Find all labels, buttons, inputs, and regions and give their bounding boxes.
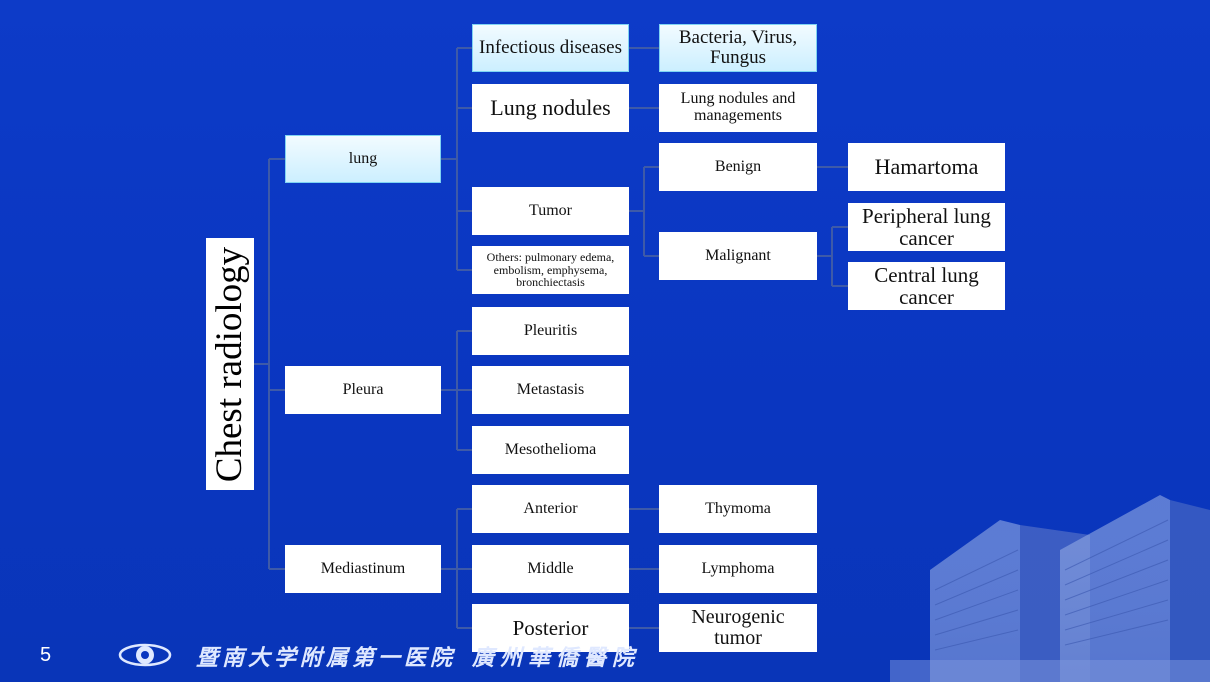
- node-pleuritis: Pleuritis: [472, 307, 629, 355]
- node-metastasis: Metastasis: [472, 366, 629, 414]
- node-lung: lung: [285, 135, 441, 183]
- node-benign: Benign: [659, 143, 817, 191]
- root-node: Chest radiology: [206, 238, 254, 490]
- root-label: Chest radiology: [209, 246, 251, 482]
- node-bacteria-virus-fungus: Bacteria, Virus, Fungus: [659, 24, 817, 72]
- node-pleura: Pleura: [285, 366, 441, 414]
- node-anterior: Anterior: [472, 485, 629, 533]
- node-peripheral-lung-cancer: Peripheral lung cancer: [848, 203, 1005, 251]
- node-central-lung-cancer: Central lung cancer: [848, 262, 1005, 310]
- node-lung-nodules: Lung nodules: [472, 84, 629, 132]
- node-nodules-managements: Lung nodules and managements: [659, 84, 817, 132]
- node-middle: Middle: [472, 545, 629, 593]
- page-number: 5: [40, 644, 52, 666]
- node-hamartoma: Hamartoma: [848, 143, 1005, 191]
- university-logo-icon: [118, 643, 172, 667]
- node-lymphoma: Lymphoma: [659, 545, 817, 593]
- node-tumor: Tumor: [472, 187, 629, 235]
- hospital-alt-name-text: 廣州華僑醫院: [472, 645, 641, 671]
- node-thymoma: Thymoma: [659, 485, 817, 533]
- node-mesothelioma: Mesothelioma: [472, 426, 629, 474]
- node-malignant: Malignant: [659, 232, 817, 280]
- node-posterior: Posterior: [472, 604, 629, 652]
- node-neurogenic-tumor: Neurogenic tumor: [659, 604, 817, 652]
- node-mediastinum: Mediastinum: [285, 545, 441, 593]
- node-others: Others: pulmonary edema, embolism, emphy…: [472, 246, 629, 294]
- hospital-name-text: 暨南大学附属第一医院: [196, 645, 457, 671]
- node-infectious-diseases: Infectious diseases: [472, 24, 629, 72]
- hospital-building-image: [890, 495, 1210, 682]
